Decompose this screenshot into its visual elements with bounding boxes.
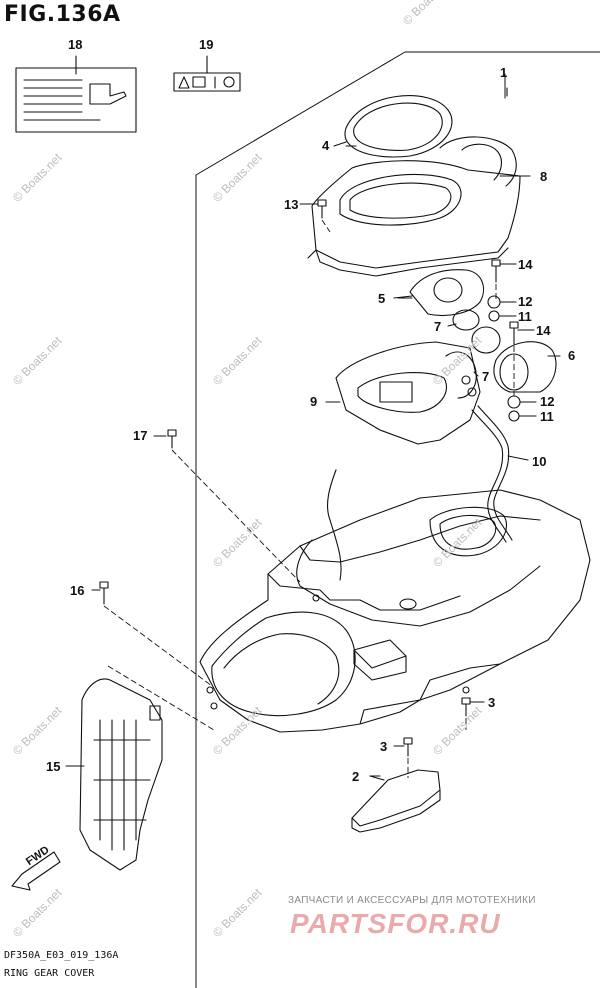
bolt-14-lower — [509, 321, 519, 345]
nut-11-lower — [508, 410, 520, 422]
warning-decal-19 — [173, 55, 241, 92]
callout-8: 8 — [540, 169, 548, 184]
ring-gear-cover-main — [199, 489, 591, 733]
bolt-17 — [167, 429, 177, 449]
callout-11b: 11 — [540, 409, 554, 424]
bolt-16 — [99, 581, 109, 605]
upper-cover-8 — [307, 136, 531, 277]
callout-19: 19 — [199, 37, 214, 52]
callout-10: 10 — [532, 454, 547, 469]
guide-plate-15 — [79, 678, 163, 871]
bolt-13 — [317, 199, 327, 219]
label-sticker-18 — [15, 55, 137, 133]
intake-box-9 — [335, 341, 481, 445]
ref-line-17 — [171, 449, 301, 583]
ref-line-16 — [103, 605, 213, 687]
grommet-12-upper — [487, 295, 501, 309]
callout-12b: 12 — [540, 394, 555, 409]
nut-11-upper — [488, 310, 500, 322]
bolt-3-upper — [461, 697, 471, 717]
callout-11a: 11 — [518, 309, 532, 324]
silencer-6 — [493, 341, 557, 393]
callout-12a: 12 — [518, 294, 533, 309]
callout-5: 5 — [378, 291, 386, 306]
callout-17: 17 — [133, 428, 148, 443]
gasket-line — [296, 539, 541, 627]
grommet-12-lower — [507, 395, 521, 409]
callout-18: 18 — [68, 37, 83, 52]
callout-13: 13 — [284, 197, 299, 212]
callout-7b: 7 — [482, 369, 490, 384]
bolt-3-lower — [403, 737, 413, 757]
diagram-code: DF350A_E03_019_136A — [4, 950, 119, 961]
brand-tagline: ЗАПЧАСТИ И АКСЕССУАРЫ ДЛЯ МОТОТЕХНИКИ — [288, 895, 536, 906]
callout-15: 15 — [46, 759, 61, 774]
callout-14a: 14 — [518, 257, 533, 272]
callout-4: 4 — [322, 138, 330, 153]
assembly-bracket-1 — [195, 51, 600, 176]
bolt-14-upper — [491, 259, 501, 283]
callout-2: 2 — [352, 769, 360, 784]
fwd-arrow-shape — [11, 851, 61, 891]
seal-ring-4 — [333, 95, 453, 158]
callout-16: 16 — [70, 583, 85, 598]
plate-2 — [351, 769, 441, 833]
air-duct-5 — [393, 269, 484, 317]
brand-logo: PARTSFOR.RU — [290, 908, 501, 939]
callout-3a: 3 — [488, 695, 496, 710]
callout-7a: 7 — [434, 319, 442, 334]
seal-7-lower — [471, 326, 501, 354]
callout-9: 9 — [310, 394, 318, 409]
callout-1: 1 — [500, 65, 508, 80]
ref-line-13 — [321, 219, 331, 233]
callout-6: 6 — [568, 348, 576, 363]
seal-7-upper — [452, 309, 480, 331]
figure-title: FIG.136A — [4, 2, 121, 27]
ref-line-15 — [107, 665, 215, 731]
callout-3b: 3 — [380, 739, 388, 754]
diagram-caption: RING GEAR COVER — [4, 968, 95, 979]
callout-14b: 14 — [536, 323, 551, 338]
hose-10 — [477, 405, 513, 541]
